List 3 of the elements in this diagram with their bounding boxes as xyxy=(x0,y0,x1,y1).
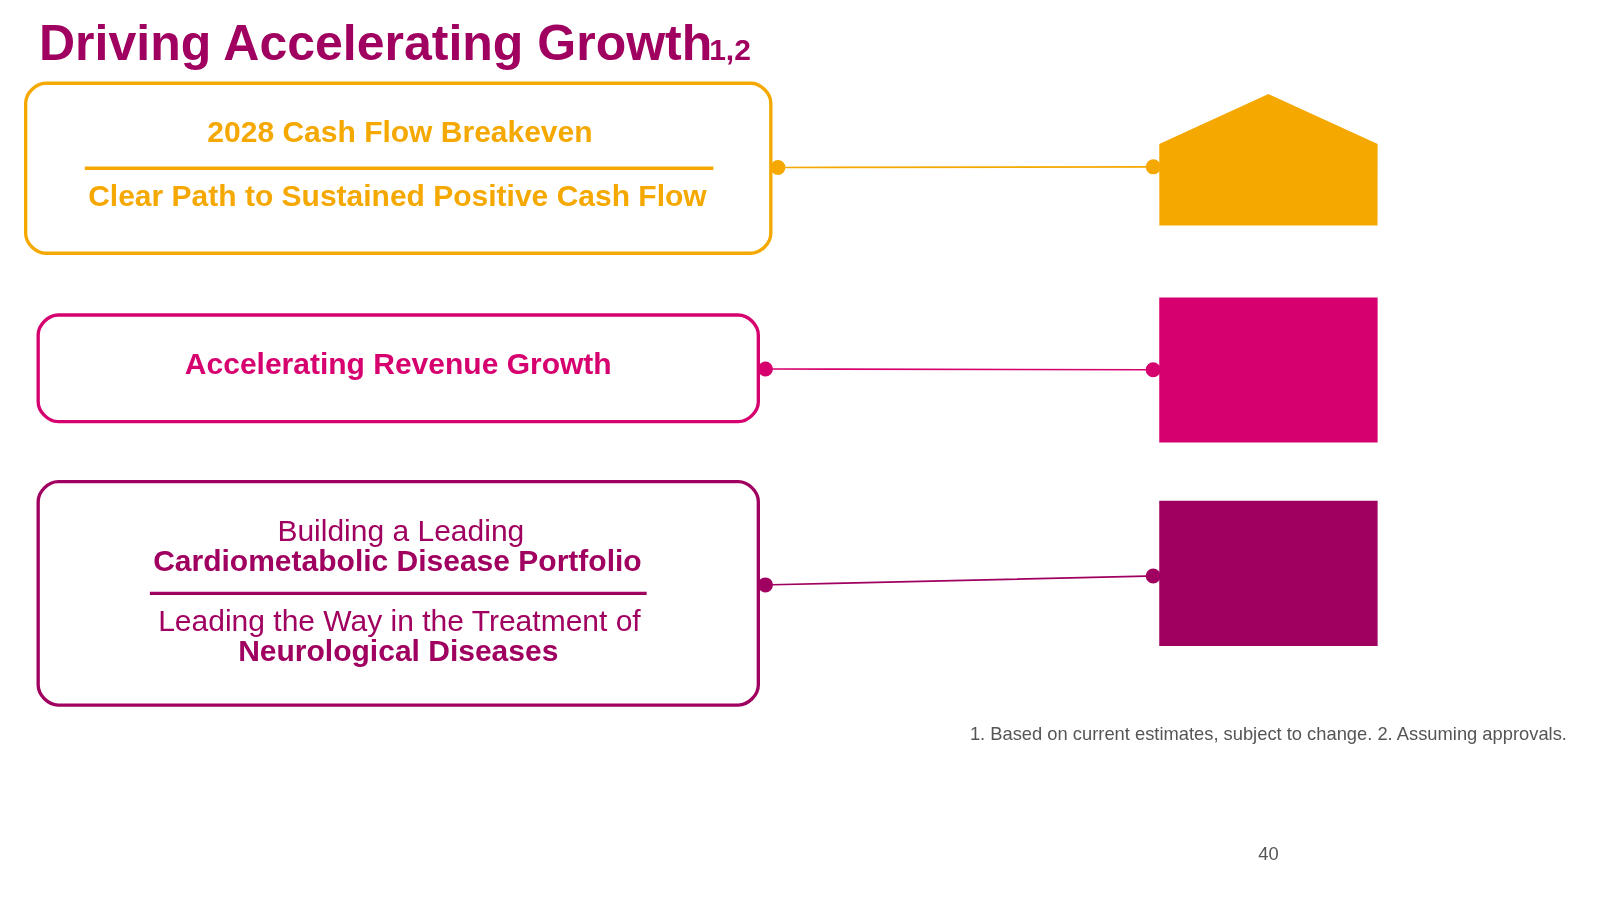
label: 40 xyxy=(1258,842,1279,864)
diagram-title: Driving Accelerating Growth1,2 xyxy=(39,14,751,71)
label: 1. Based on current estimates, subject to change. 2. Assuming approvals. xyxy=(969,722,1567,744)
